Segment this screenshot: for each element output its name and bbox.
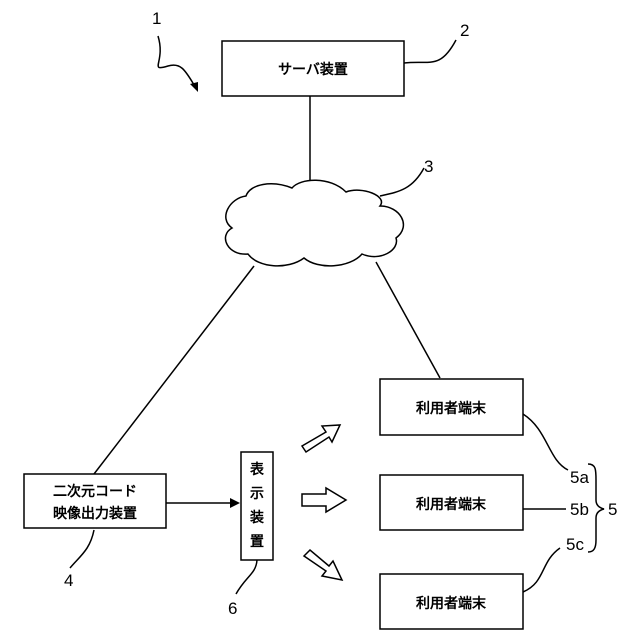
display-terminal-a-arrow — [302, 425, 340, 452]
code-output-ref-label: 4 — [64, 571, 73, 590]
server-label: サーバ装置 — [278, 61, 348, 78]
display-label-char-3: 装 — [249, 509, 265, 526]
terminal-c-ref-leader — [523, 548, 560, 592]
server-ref-label: 2 — [460, 21, 469, 40]
system-ref-arrowhead — [190, 82, 198, 92]
display-terminal-c-arrow — [304, 550, 342, 580]
display-ref-label: 6 — [228, 599, 237, 618]
system-ref-label: 1 — [152, 9, 161, 28]
network-ref-leader — [380, 168, 424, 196]
terminal-a-label: 利用者端末 — [416, 400, 487, 417]
terminal-b-label: 利用者端末 — [416, 496, 487, 513]
display-label-char-2: 示 — [250, 486, 264, 502]
network-ref-label: 3 — [424, 157, 433, 176]
network-cloud — [225, 180, 403, 266]
display-label-char-4: 置 — [250, 533, 264, 550]
code-output-ref-leader — [70, 530, 94, 568]
terminal-b-ref-label: 5b — [570, 500, 589, 519]
terminal-group-ref-label: 5 — [608, 500, 617, 519]
terminal-a-ref-leader — [523, 414, 568, 470]
server-ref-leader — [404, 40, 456, 63]
terminal-a-ref-label: 5a — [570, 468, 589, 487]
terminal-c-label: 利用者端末 — [416, 595, 487, 612]
system-ref-arrow — [158, 36, 196, 88]
terminal-group-brace — [588, 464, 604, 552]
code-output-label-line1: 二次元コード — [53, 483, 137, 500]
code-output-label-line2: 映像出力装置 — [53, 505, 137, 522]
display-terminal-b-arrow — [302, 488, 346, 512]
display-ref-leader — [236, 560, 257, 594]
network-code-output-link — [94, 266, 254, 474]
display-label-char-1: 表 — [249, 461, 265, 478]
terminal-c-ref-label: 5c — [566, 535, 584, 554]
network-terminal-a-link — [376, 262, 440, 378]
code-output-display-arrowhead — [230, 498, 240, 508]
